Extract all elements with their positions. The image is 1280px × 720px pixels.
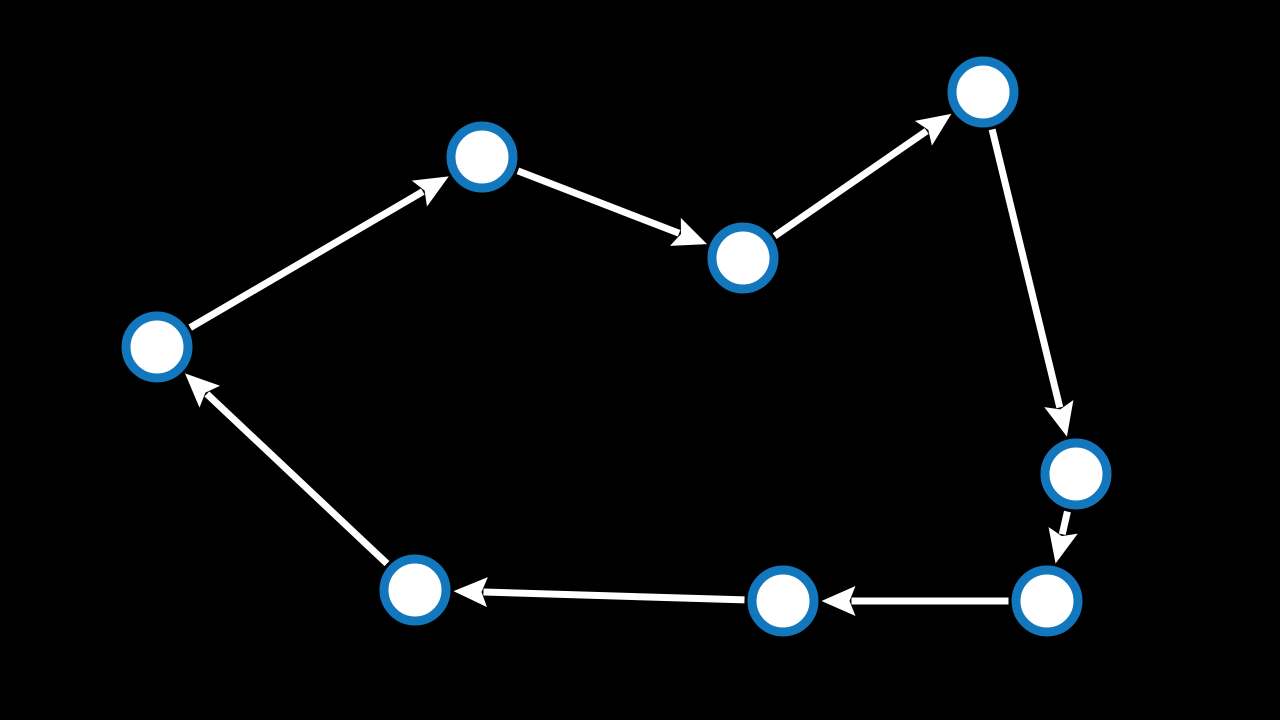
node-circle[interactable] [446,121,518,193]
graph-node[interactable] [379,554,451,626]
graph-edge[interactable] [453,577,745,608]
graph-edge[interactable] [1048,510,1078,564]
edge-line [988,128,1064,409]
graph-edge[interactable] [772,113,952,239]
edge-arrowhead-icon [453,577,488,608]
graph-node[interactable] [707,222,779,294]
node-circle[interactable] [747,565,819,637]
edge-line [204,391,390,567]
graph-edge[interactable] [185,373,390,567]
node-circle[interactable] [947,56,1019,128]
edge-arrowhead-icon [914,113,952,146]
edge-line [516,167,681,237]
graph-node[interactable] [446,121,518,193]
edge-line [483,588,745,604]
graph-edge[interactable] [188,176,449,331]
graph-edge[interactable] [988,128,1074,437]
graph-node[interactable] [1011,565,1083,637]
graph-node[interactable] [747,565,819,637]
node-layer [121,56,1112,637]
node-circle[interactable] [379,554,451,626]
edge-arrowhead-icon [669,217,708,246]
edge-arrowhead-icon [411,176,449,207]
graph-edge[interactable] [821,586,1009,616]
edge-line [1058,510,1071,535]
edge-line [188,188,425,331]
node-circle[interactable] [121,311,193,383]
graph-node[interactable] [1040,438,1112,510]
graph-edge[interactable] [516,167,708,246]
node-circle[interactable] [1011,565,1083,637]
edge-arrowhead-icon [821,586,856,616]
edge-line [772,128,929,239]
edge-arrowhead-icon [185,373,221,408]
edge-arrowhead-icon [1044,400,1074,437]
graph-node[interactable] [947,56,1019,128]
graph-node[interactable] [121,311,193,383]
edge-arrowhead-icon [1048,526,1078,564]
node-circle[interactable] [707,222,779,294]
edge-layer [185,113,1078,616]
node-circle[interactable] [1040,438,1112,510]
